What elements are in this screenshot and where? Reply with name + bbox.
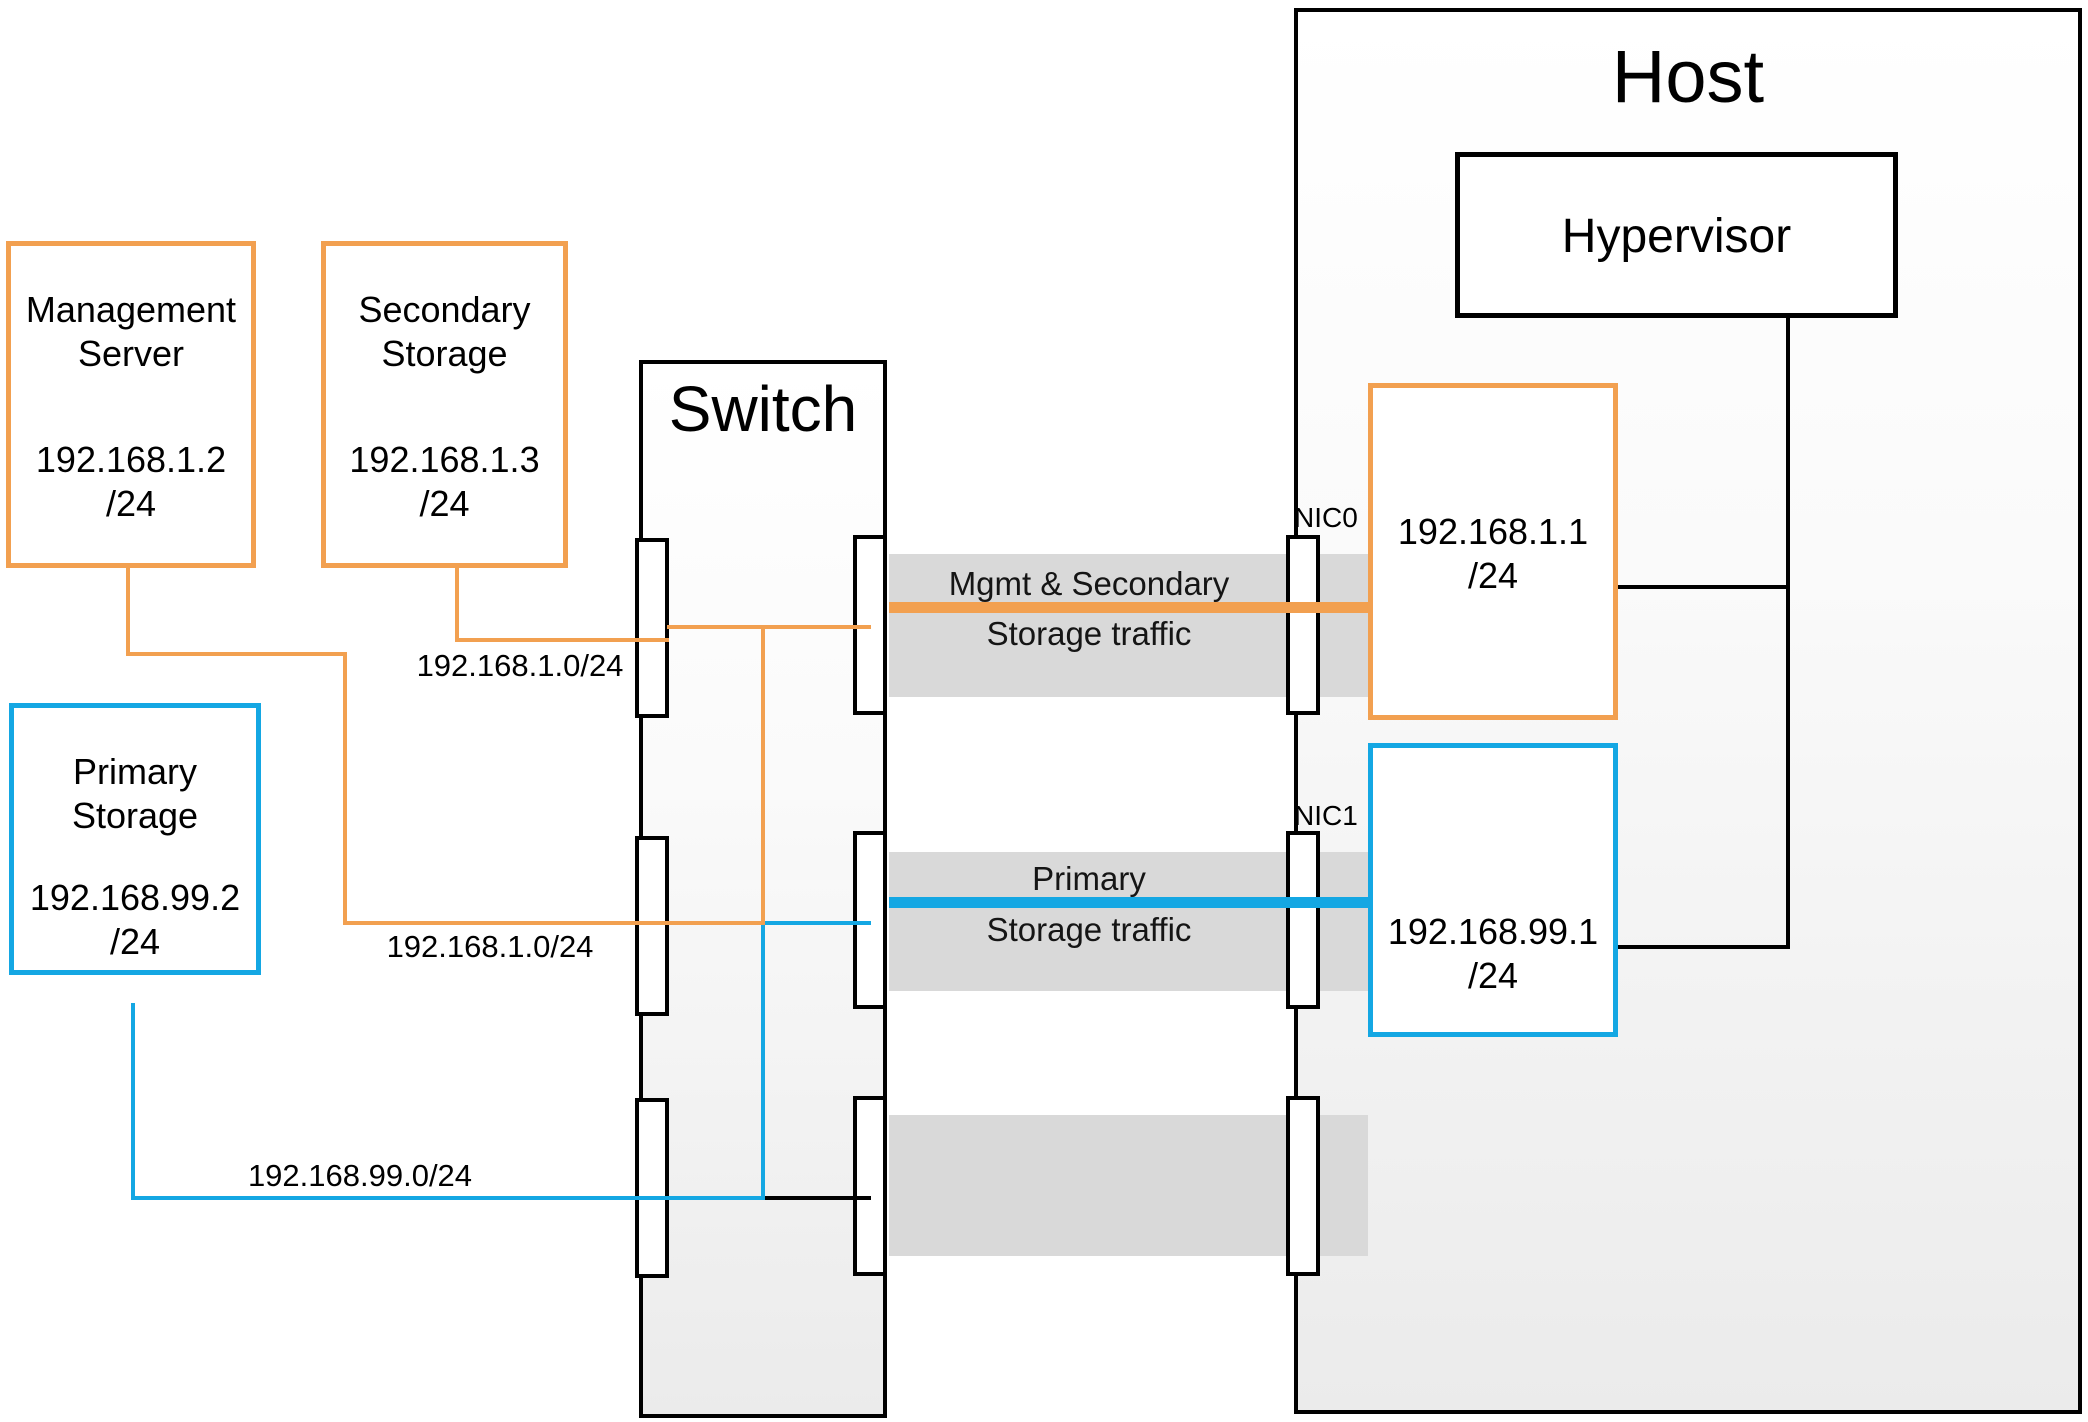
primary-band-text-line1: Primary — [1032, 860, 1146, 897]
nic0-ip: 192.168.1.1 — [1397, 511, 1589, 552]
switch-internal-blue-vertical — [761, 925, 765, 1200]
host-port-nic1 — [1286, 831, 1320, 1009]
management-name-line2: Server — [77, 333, 185, 374]
host-title: Host — [1611, 35, 1765, 118]
primary-ip: 192.168.99.2 — [29, 877, 241, 918]
switch-internal-orange-vertical — [761, 627, 765, 925]
hypervisor-box: Hypervisor — [1455, 152, 1898, 318]
primary-link-horizontal — [131, 1196, 763, 1200]
primary-traffic-line — [889, 897, 1368, 908]
nic1-label: NIC1 — [1294, 800, 1358, 831]
hypervisor-nic0-branch — [1618, 585, 1788, 589]
mgmt-band-text-line1: Mgmt & Secondary — [948, 565, 1230, 602]
management-link-vertical-1 — [126, 566, 130, 656]
secondary-ip: 192.168.1.3 — [349, 439, 540, 480]
host-port-unused — [1286, 1096, 1320, 1276]
nic1-ip: 192.168.99.1 — [1387, 911, 1599, 952]
management-ip: 192.168.1.2 — [35, 439, 227, 480]
primary-band-text-line2: Storage traffic — [986, 911, 1192, 948]
switch-internal-orange-top — [667, 625, 871, 629]
secondary-name-line1: Secondary — [358, 289, 531, 330]
secondary-link-horizontal — [455, 638, 669, 642]
switch-internal-black-bottom — [765, 1196, 871, 1200]
switch-port-right-2 — [853, 831, 887, 1009]
primary-name-line2: Storage — [71, 795, 199, 836]
management-server-box: Management Server 192.168.1.2 /24 — [6, 241, 256, 568]
switch-internal-orange-bottom — [667, 921, 765, 925]
nic1-box: 192.168.99.1 /24 — [1368, 743, 1618, 1037]
host-port-nic0 — [1286, 535, 1320, 715]
nic1-cidr: /24 — [1467, 955, 1519, 996]
primary-subnet-label: 192.168.99.0/24 — [247, 1158, 473, 1193]
management-link-vertical-2 — [343, 652, 347, 925]
switch-internal-blue-top — [765, 921, 871, 925]
primary-name-line1: Primary — [73, 751, 197, 792]
secondary-subnet-label: 192.168.1.0/24 — [416, 648, 624, 683]
hypervisor-label: Hypervisor — [1561, 210, 1792, 263]
mgmt-traffic-line — [889, 602, 1368, 613]
management-link-horizontal-1 — [126, 652, 347, 656]
switch-port-left-3 — [635, 1098, 669, 1278]
secondary-name-line2: Storage — [381, 333, 508, 374]
secondary-link-vertical — [455, 566, 459, 642]
switch-port-left-1 — [635, 538, 669, 718]
nic0-cidr: /24 — [1467, 555, 1519, 596]
secondary-cidr: /24 — [419, 483, 470, 524]
switch-port-right-3 — [853, 1096, 887, 1276]
mgmt-band-text-line2: Storage traffic — [986, 615, 1192, 652]
switch-title: Switch — [668, 373, 858, 445]
management-link-horizontal-2 — [343, 921, 669, 925]
switch-port-left-2 — [635, 836, 669, 1016]
hypervisor-nic1-branch — [1618, 945, 1788, 949]
secondary-storage-box: Secondary Storage 192.168.1.3 /24 — [321, 241, 568, 568]
nic0-label: NIC0 — [1294, 502, 1358, 533]
management-cidr: /24 — [105, 483, 157, 524]
management-name-line1: Management — [25, 289, 237, 330]
hypervisor-drop-line — [1786, 318, 1790, 949]
primary-storage-box: Primary Storage 192.168.99.2 /24 — [9, 703, 261, 975]
nic0-box: 192.168.1.1 /24 — [1368, 383, 1618, 720]
primary-cidr: /24 — [109, 921, 161, 962]
management-subnet-label: 192.168.1.0/24 — [386, 929, 594, 964]
primary-link-vertical — [131, 1003, 135, 1200]
